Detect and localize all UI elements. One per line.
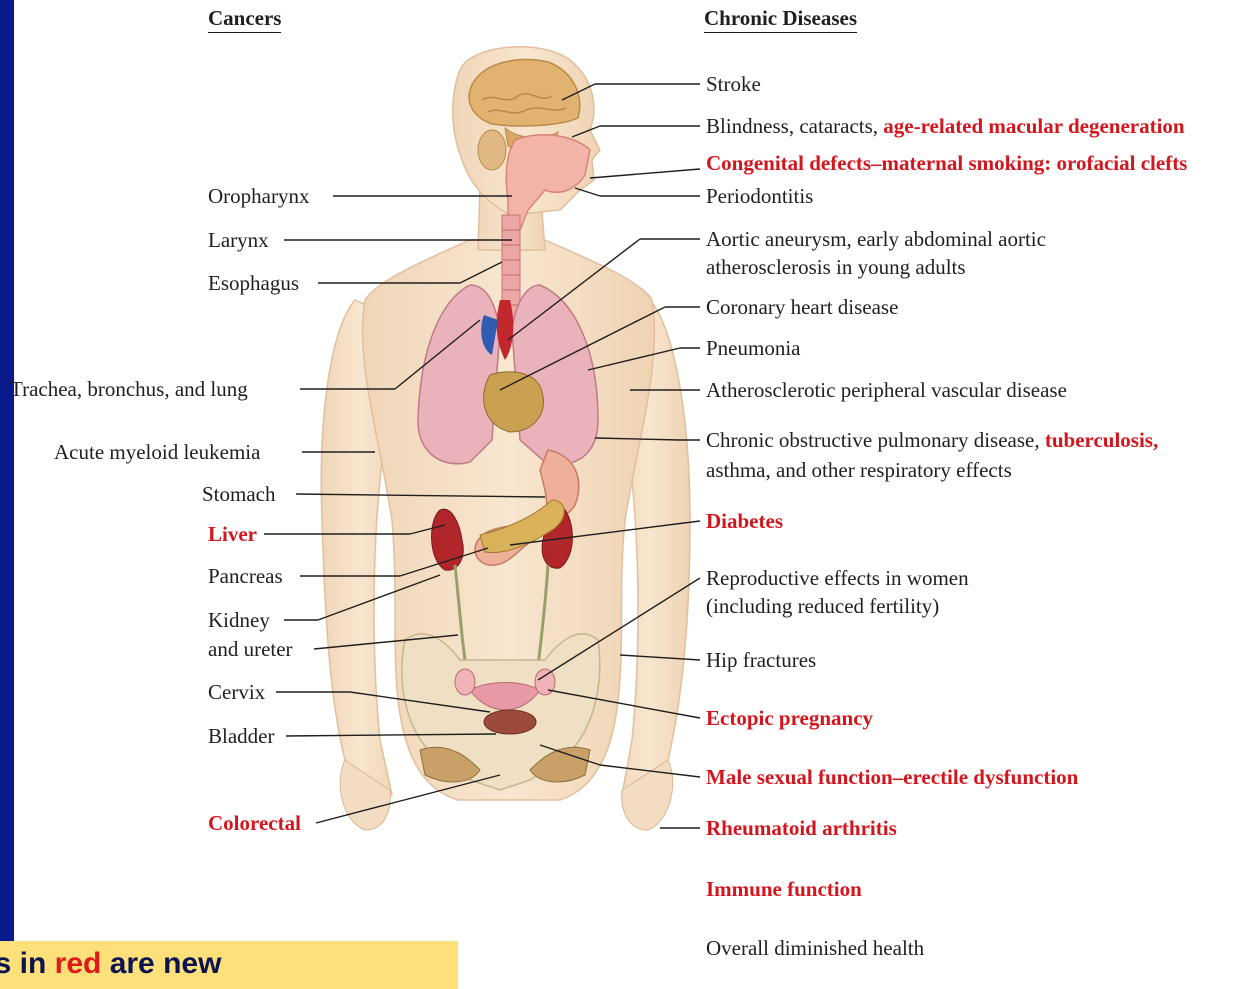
label-stroke: Stroke: [706, 72, 761, 96]
note-text: ons in red are new: [0, 947, 221, 981]
label-oropharynx: Oropharynx: [208, 184, 309, 208]
bladder: [484, 710, 536, 734]
note-pre: ons in: [0, 947, 55, 980]
label-diabetes: Diabetes: [706, 509, 783, 533]
label-chd: Coronary heart disease: [706, 295, 898, 319]
label-larynx: Larynx: [208, 228, 269, 252]
label-bladder: Bladder: [208, 724, 274, 748]
chronic-diseases-header: Chronic Diseases: [704, 6, 857, 33]
label-liver: Liver: [208, 522, 257, 546]
label-ra: Rheumatoid arthritis: [706, 816, 897, 840]
label-overall: Overall diminished health: [706, 936, 924, 960]
label-blindness-plain: Blindness, cataracts,: [706, 114, 883, 138]
label-stomach: Stomach: [202, 482, 276, 506]
cancers-header: Cancers: [208, 6, 281, 33]
note-post: are new: [101, 947, 221, 980]
label-congenital: Congenital defects–maternal smoking: oro…: [706, 151, 1187, 175]
label-immune: Immune function: [706, 877, 862, 901]
label-aortic-line1: Aortic aneurysm, early abdominal aortic: [706, 227, 1046, 251]
label-pvd: Atherosclerotic peripheral vascular dise…: [706, 378, 1067, 402]
label-pneumonia: Pneumonia: [706, 336, 801, 360]
label-aml: Acute myeloid leukemia: [54, 440, 260, 464]
ear: [478, 130, 506, 170]
label-lung: Trachea, bronchus, and lung: [10, 377, 248, 401]
label-repro-line1: Reproductive effects in women: [706, 566, 969, 590]
label-copd-red: tuberculosis,: [1045, 428, 1158, 452]
label-pancreas: Pancreas: [208, 564, 283, 588]
label-colorectal: Colorectal: [208, 811, 301, 835]
label-copd-plain: Chronic obstructive pulmonary disease,: [706, 428, 1045, 452]
label-esophagus: Esophagus: [208, 271, 299, 295]
label-repro-line2: (including reduced fertility): [706, 594, 939, 618]
label-cervix: Cervix: [208, 680, 265, 704]
note-red-word: red: [55, 947, 102, 980]
label-periodontitis: Periodontitis: [706, 184, 813, 208]
label-kidney: Kidney: [208, 608, 270, 632]
label-ectopic: Ectopic pregnancy: [706, 706, 873, 730]
label-copd-line2: asthma, and other respiratory effects: [706, 458, 1012, 482]
label-erectile: Male sexual function–erectile dysfunctio…: [706, 765, 1078, 789]
label-hip: Hip fractures: [706, 648, 816, 672]
label-ureter: and ureter: [208, 637, 293, 661]
label-blindness-red: age-related macular degeneration: [883, 114, 1184, 138]
label-aortic-line2: atherosclerosis in young adults: [706, 255, 966, 279]
label-copd-line1: Chronic obstructive pulmonary disease, t…: [706, 428, 1158, 452]
label-blindness: Blindness, cataracts, age-related macula…: [706, 114, 1185, 138]
note-callout: ons in red are new: [0, 941, 458, 989]
